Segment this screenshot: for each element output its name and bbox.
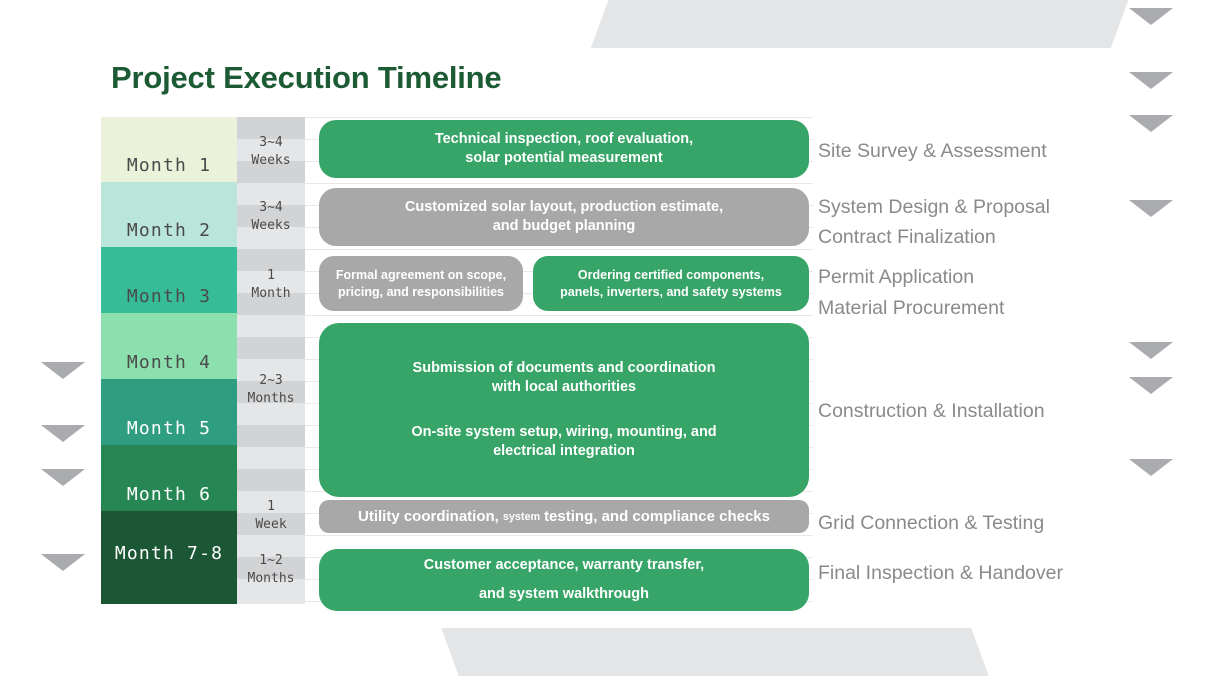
duration-label: 1~2 Months	[237, 552, 305, 588]
task-bar[interactable]: Submission of documents and coordination…	[319, 323, 809, 497]
phase-label: Contract Finalization	[818, 226, 996, 248]
timeline-grid: Technical inspection, roof evaluation, s…	[305, 117, 813, 611]
task-bar-line: and system walkthrough	[478, 586, 649, 602]
task-bar-line: On-site system setup, wiring, mounting, …	[411, 424, 717, 440]
decorative-slab-top	[590, 0, 1130, 48]
month-label: Month 4	[126, 352, 212, 373]
task-bar-segment-small: system	[502, 510, 541, 523]
task-bar[interactable]: Utility coordination, system testing, an…	[319, 500, 809, 533]
decorative-triangle-icon	[1129, 342, 1173, 359]
phase-label: Grid Connection & Testing	[818, 512, 1045, 534]
decorative-triangle-icon	[1129, 115, 1173, 132]
task-bar-line: Formal agreement on scope,	[335, 268, 507, 282]
phase-label: Permit Application	[818, 266, 975, 288]
decorative-triangle-icon	[41, 425, 85, 442]
duration-label: 1 Month	[237, 267, 305, 303]
decorative-triangle-icon	[41, 469, 85, 486]
duration-line-1: 1~2	[259, 553, 283, 568]
phase-label-column: Site Survey & Assessment System Design &…	[818, 117, 1198, 604]
duration-label: 2~3 Months	[237, 372, 305, 408]
duration-line-2: Weeks	[251, 153, 291, 168]
duration-line-1: 3~4	[259, 200, 283, 215]
duration-line-2: Week	[255, 517, 287, 532]
task-bar-segment: Utility coordination,	[358, 508, 499, 525]
month-label: Month 7-8	[114, 543, 224, 564]
decorative-triangle-icon	[1129, 459, 1173, 476]
task-bar-line: Technical inspection, roof evaluation,	[434, 130, 694, 147]
month-label: Month 5	[126, 418, 212, 439]
duration-line-2: Months	[247, 571, 295, 586]
task-bar-line: Customized solar layout, production esti…	[404, 198, 724, 215]
phase-label: Site Survey & Assessment	[818, 140, 1047, 162]
month-cell[interactable]: Month 5	[101, 379, 237, 445]
month-cell[interactable]: Month 2	[101, 182, 237, 247]
month-label: Month 6	[126, 484, 212, 505]
month-cell[interactable]: Month 6	[101, 445, 237, 511]
task-bar[interactable]: Customized solar layout, production esti…	[319, 188, 809, 246]
task-bar[interactable]: Technical inspection, roof evaluation, s…	[319, 120, 809, 178]
page-title: Project Execution Timeline	[111, 60, 502, 95]
month-label: Month 1	[126, 155, 212, 176]
month-cell[interactable]: Month 1	[101, 117, 237, 182]
month-column: Month 1 Month 2 Month 3 Month 4 Month 5 …	[101, 117, 237, 604]
task-bar-line: panels, inverters, and safety systems	[560, 284, 782, 299]
task-bar-paragraph: On-site system setup, wiring, mounting, …	[411, 423, 716, 461]
duration-line-2: Month	[251, 286, 291, 301]
phase-label: System Design & Proposal	[818, 196, 1050, 218]
task-bar-line: Customer acceptance, warranty transfer,	[423, 556, 705, 573]
decorative-triangle-icon	[1129, 200, 1173, 217]
duration-line-2: Weeks	[251, 218, 291, 233]
phase-label: Construction & Installation	[818, 400, 1045, 422]
task-bar-line: electrical integration	[493, 443, 635, 460]
task-bar-line: and budget planning	[492, 218, 636, 234]
duration-line-1: 2~3	[259, 373, 283, 388]
task-bar-line: Submission of documents and coordination	[412, 359, 716, 376]
duration-label: 3~4 Weeks	[237, 134, 305, 170]
month-cell[interactable]: Month 3	[101, 247, 237, 313]
duration-line-1: 3~4	[259, 135, 283, 150]
month-label: Month 3	[126, 286, 212, 307]
month-label: Month 2	[126, 220, 212, 241]
phase-label: Material Procurement	[818, 297, 1005, 319]
duration-column: 3~4 Weeks 3~4 Weeks 1 Month 2~3 Months 1…	[237, 117, 305, 604]
duration-line-1: 1	[267, 268, 275, 283]
decorative-triangle-icon	[1129, 72, 1173, 89]
month-cell[interactable]: Month 4	[101, 313, 237, 379]
decorative-triangle-icon	[1129, 377, 1173, 394]
duration-line-2: Months	[247, 391, 295, 406]
decorative-triangle-icon	[41, 362, 85, 379]
task-bar-line: Ordering certified components,	[577, 268, 765, 282]
task-bar-segment: testing, and compliance checks	[544, 508, 770, 525]
task-bar[interactable]: Ordering certified components, panels, i…	[533, 256, 809, 311]
phase-label: Final Inspection & Handover	[818, 562, 1063, 584]
task-bar-line: with local authorities	[491, 378, 637, 395]
duration-label: 3~4 Weeks	[237, 199, 305, 235]
timeline-chart: Month 1 Month 2 Month 3 Month 4 Month 5 …	[101, 117, 813, 611]
task-bar-line: solar potential measurement	[465, 150, 663, 166]
duration-line-1: 1	[267, 499, 275, 514]
decorative-triangle-icon	[41, 554, 85, 571]
task-bar-line: pricing, and responsibilities	[337, 284, 504, 299]
decorative-triangle-icon	[1129, 8, 1173, 25]
task-bar[interactable]: Formal agreement on scope, pricing, and …	[319, 256, 523, 311]
month-cell[interactable]: Month 7-8	[101, 511, 237, 604]
task-bar-paragraph: Submission of documents and coordination…	[413, 359, 716, 397]
duration-label: 1 Week	[237, 498, 305, 534]
task-bar[interactable]: Customer acceptance, warranty transfer, …	[319, 549, 809, 611]
decorative-slab-bottom	[441, 628, 989, 676]
